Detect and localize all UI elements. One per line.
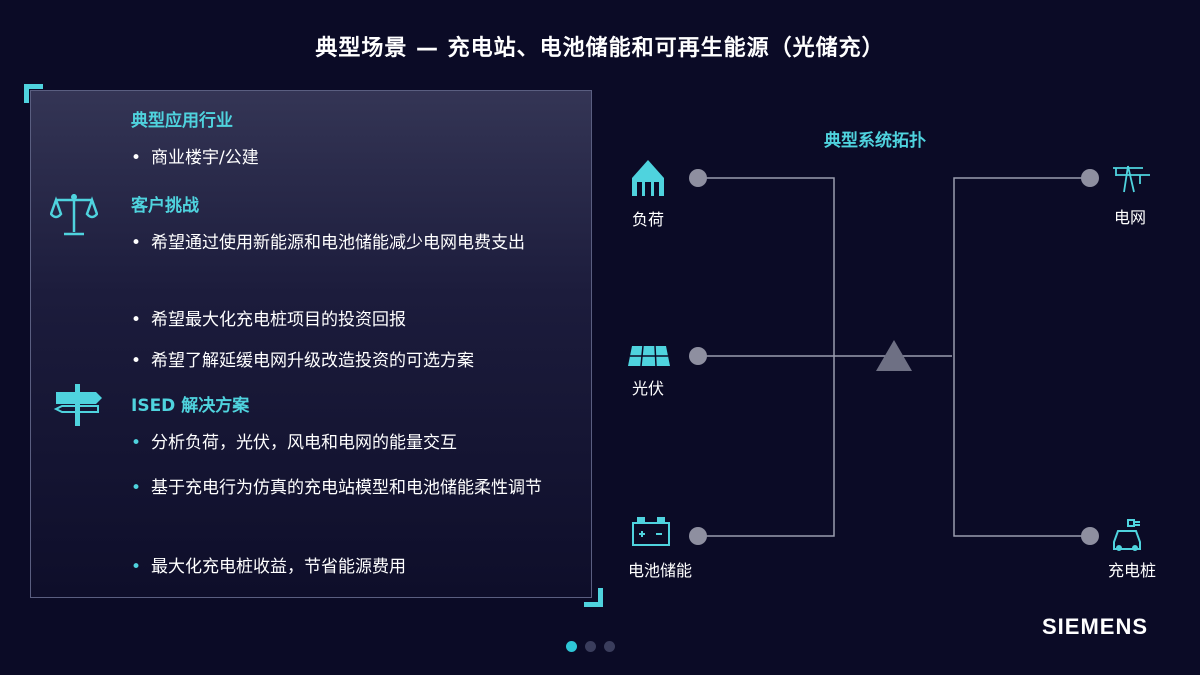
page-dot[interactable] <box>604 641 615 652</box>
info-card <box>30 90 592 598</box>
node-label-charger: 充电桩 <box>1107 561 1156 580</box>
node-label-load: 负荷 <box>631 210 664 229</box>
card-corner-accent <box>24 84 43 103</box>
page-dot[interactable] <box>585 641 596 652</box>
bullet-item: •商业楼宇/公建 <box>131 148 259 168</box>
slide-title: 典型场景 — 充电站、电池储能和可再生能源（光储充） <box>315 36 885 61</box>
bus-line-left <box>698 177 835 537</box>
bullet-item: •最大化充电桩收益，节省能源费用 <box>131 557 406 577</box>
bullet-item: •希望通过使用新能源和电池储能减少电网电费支出 <box>131 233 525 253</box>
signpost-icon <box>53 384 102 426</box>
card-corner-accent <box>584 588 603 607</box>
house-icon <box>632 160 664 196</box>
siemens-logo: SIEMENS <box>1042 614 1149 639</box>
node-label-pv: 光伏 <box>631 379 664 398</box>
bus-line-right <box>953 177 1090 537</box>
page-dot-active[interactable] <box>566 641 577 652</box>
topology-title: 典型系统拓扑 <box>824 131 926 151</box>
pv-node <box>689 347 707 365</box>
charger-node <box>1081 527 1099 545</box>
node-label-storage: 电池储能 <box>627 561 692 580</box>
inverter-triangle <box>876 340 912 371</box>
section-title-solution: ISED 解决方案 <box>131 396 250 416</box>
battery-icon <box>632 517 670 546</box>
bullet-item: •基于充电行为仿真的充电站模型和电池储能柔性调节 <box>131 478 542 498</box>
pagination-dots[interactable] <box>566 637 623 656</box>
load-node <box>689 169 707 187</box>
grid-node <box>1081 169 1099 187</box>
bullet-item: •希望最大化充电桩项目的投资回报 <box>131 310 406 330</box>
bullet-item: •分析负荷，光伏，风电和电网的能量交互 <box>131 433 457 453</box>
bullet-item: •希望了解延缓电网升级改造投资的可选方案 <box>131 351 474 371</box>
scale-icon <box>50 194 98 236</box>
node-label-grid: 电网 <box>1113 208 1146 227</box>
power-tower-icon <box>1113 165 1150 193</box>
storage-node <box>689 527 707 545</box>
ev-charger-icon <box>1113 519 1141 551</box>
solar-panel-icon <box>628 345 670 367</box>
section-title-industry: 典型应用行业 <box>131 111 233 131</box>
section-title-challenges: 客户挑战 <box>131 196 199 216</box>
